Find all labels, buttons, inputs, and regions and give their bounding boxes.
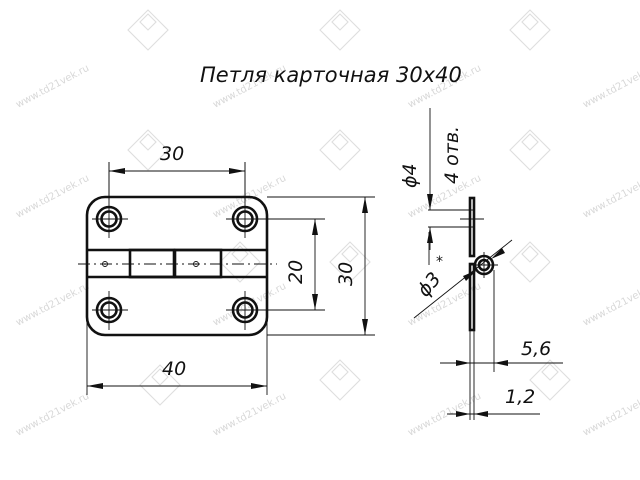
side-plate-lower xyxy=(468,262,476,332)
watermark-text: www.td21vek.ru xyxy=(14,63,91,111)
watermark-text: www.td21vek.ru xyxy=(581,281,640,329)
dimension-width-bottom: 40 xyxy=(86,320,268,395)
mounting-hole xyxy=(92,162,128,238)
dimension-label: 30 xyxy=(335,262,357,286)
watermark-text: www.td21vek.ru xyxy=(581,173,640,221)
dimension-height-inner: 20 xyxy=(265,218,325,311)
watermark-text: www.td21vek.ru xyxy=(406,391,483,439)
hole-count-label: 4 отв. xyxy=(441,126,463,184)
drawing-title: Петля карточная 30x40 xyxy=(200,63,462,87)
hinge-side-view xyxy=(460,196,498,420)
dimension-label: 30 xyxy=(160,143,184,165)
dimension-height-outer: 30 xyxy=(267,196,375,336)
hole-diameter-label: ϕ4 xyxy=(399,163,421,188)
watermark-text: www.td21vek.ru xyxy=(581,63,640,111)
dimension-label: 1,2 xyxy=(505,386,535,408)
dimension-hole-diameter: ϕ4 4 отв. xyxy=(399,108,474,250)
dimension-label: 40 xyxy=(162,358,186,380)
watermark-text: www.td21vek.ru xyxy=(581,391,640,439)
mounting-hole xyxy=(92,291,128,330)
knuckle-segment xyxy=(128,248,176,279)
watermark-logo-icon xyxy=(127,9,571,406)
dimension-label: 20 xyxy=(285,260,307,284)
dimension-label: 5,6 xyxy=(521,338,551,360)
dimension-knuckle-depth: 5,6 xyxy=(440,338,563,366)
hinge-plate-outline xyxy=(85,195,269,337)
dimension-pin-diameter: ϕ3 * xyxy=(413,232,513,319)
dimension-thickness: 1,2 xyxy=(447,386,540,417)
hinge-front-view xyxy=(78,162,323,337)
watermark-text: www.td21vek.ru xyxy=(211,391,288,439)
watermark-text: www.td21vek.ru xyxy=(14,281,91,329)
dimension-width-top: 30 xyxy=(108,143,246,200)
pin-diameter-mark: * xyxy=(436,254,443,270)
watermark-text: www.td21vek.ru xyxy=(14,391,91,439)
watermark-text: www.td21vek.ru xyxy=(14,173,91,221)
